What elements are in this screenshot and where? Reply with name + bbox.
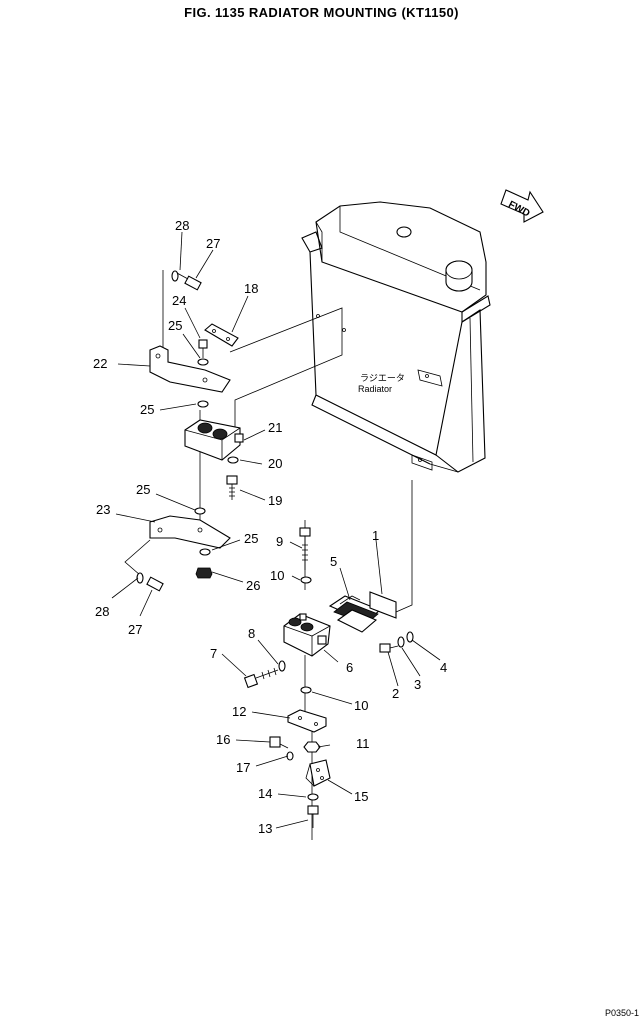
callout-4: 4 xyxy=(440,660,447,675)
callout-28-bottom: 28 xyxy=(95,604,109,619)
fwd-arrow-icon: FWD xyxy=(500,189,544,223)
part-25-26 xyxy=(195,548,213,579)
part-16-17-11 xyxy=(269,736,321,761)
callout-10-a: 10 xyxy=(270,568,284,583)
part-22-bracket xyxy=(149,345,231,393)
callout-25-a: 25 xyxy=(168,318,182,333)
callout-28-top: 28 xyxy=(175,218,189,233)
leader-lines xyxy=(111,231,441,829)
part-24-bolt xyxy=(197,339,209,408)
callout-19: 19 xyxy=(268,493,282,508)
part-7-bolt xyxy=(243,660,286,689)
drawing-code: P0350-1 xyxy=(604,1008,639,1018)
part-14-13 xyxy=(307,793,319,828)
callout-6: 6 xyxy=(346,660,353,675)
callout-12: 12 xyxy=(232,704,246,719)
callout-18: 18 xyxy=(244,281,258,296)
figure-title: FIG. 1135 RADIATOR MOUNTING (KT1150) xyxy=(184,5,459,20)
part-6-mount-block xyxy=(283,613,331,657)
callout-13: 13 xyxy=(258,821,272,836)
part-21-mount-block xyxy=(184,419,244,461)
callout-25-d: 25 xyxy=(244,531,258,546)
part-18-plate xyxy=(204,323,239,347)
callout-7: 7 xyxy=(210,646,217,661)
callout-23: 23 xyxy=(96,502,110,517)
part-1-plate xyxy=(369,591,397,619)
callout-20: 20 xyxy=(268,456,282,471)
part-20-19 xyxy=(226,456,239,500)
part-15-bracket xyxy=(305,759,331,787)
callout-25-b: 25 xyxy=(140,402,154,417)
callout-24: 24 xyxy=(172,293,186,308)
callout-21: 21 xyxy=(268,420,282,435)
radiator-label-en: Radiator xyxy=(358,384,392,394)
radiator-label-jp: ラジエータ xyxy=(360,373,405,383)
radiator: ラジエータ Radiator xyxy=(301,201,491,473)
callout-17: 17 xyxy=(236,760,250,775)
callout-27-top: 27 xyxy=(206,236,220,251)
callout-15: 15 xyxy=(354,789,368,804)
callout-5: 5 xyxy=(330,554,337,569)
callout-1: 1 xyxy=(372,528,379,543)
callout-16: 16 xyxy=(216,732,230,747)
fwd-label: FWD xyxy=(506,199,531,219)
part-2-3-4 xyxy=(379,631,414,653)
part-10-washer xyxy=(300,686,312,694)
part-23-bracket xyxy=(149,515,231,549)
part-12-plate xyxy=(287,709,327,733)
callout-25-c: 25 xyxy=(136,482,150,497)
part-27-bolt-top xyxy=(171,270,202,291)
callout-10-b: 10 xyxy=(354,698,368,713)
part-5-cushion xyxy=(328,595,382,633)
callout-11: 11 xyxy=(356,736,370,751)
part-25-washer xyxy=(194,507,206,515)
callout-14: 14 xyxy=(258,786,272,801)
callout-9: 9 xyxy=(276,534,283,549)
part-9-bolt xyxy=(299,527,312,584)
callout-3: 3 xyxy=(414,677,421,692)
callout-2: 2 xyxy=(392,686,399,701)
callout-26: 26 xyxy=(246,578,260,593)
callout-8: 8 xyxy=(248,626,255,641)
part-27-bolt-bottom xyxy=(136,572,164,592)
callout-22: 22 xyxy=(93,356,107,371)
callout-27-bottom: 27 xyxy=(128,622,142,637)
callouts: 28 27 24 25 18 22 25 21 20 25 19 23 25 2… xyxy=(93,218,447,836)
